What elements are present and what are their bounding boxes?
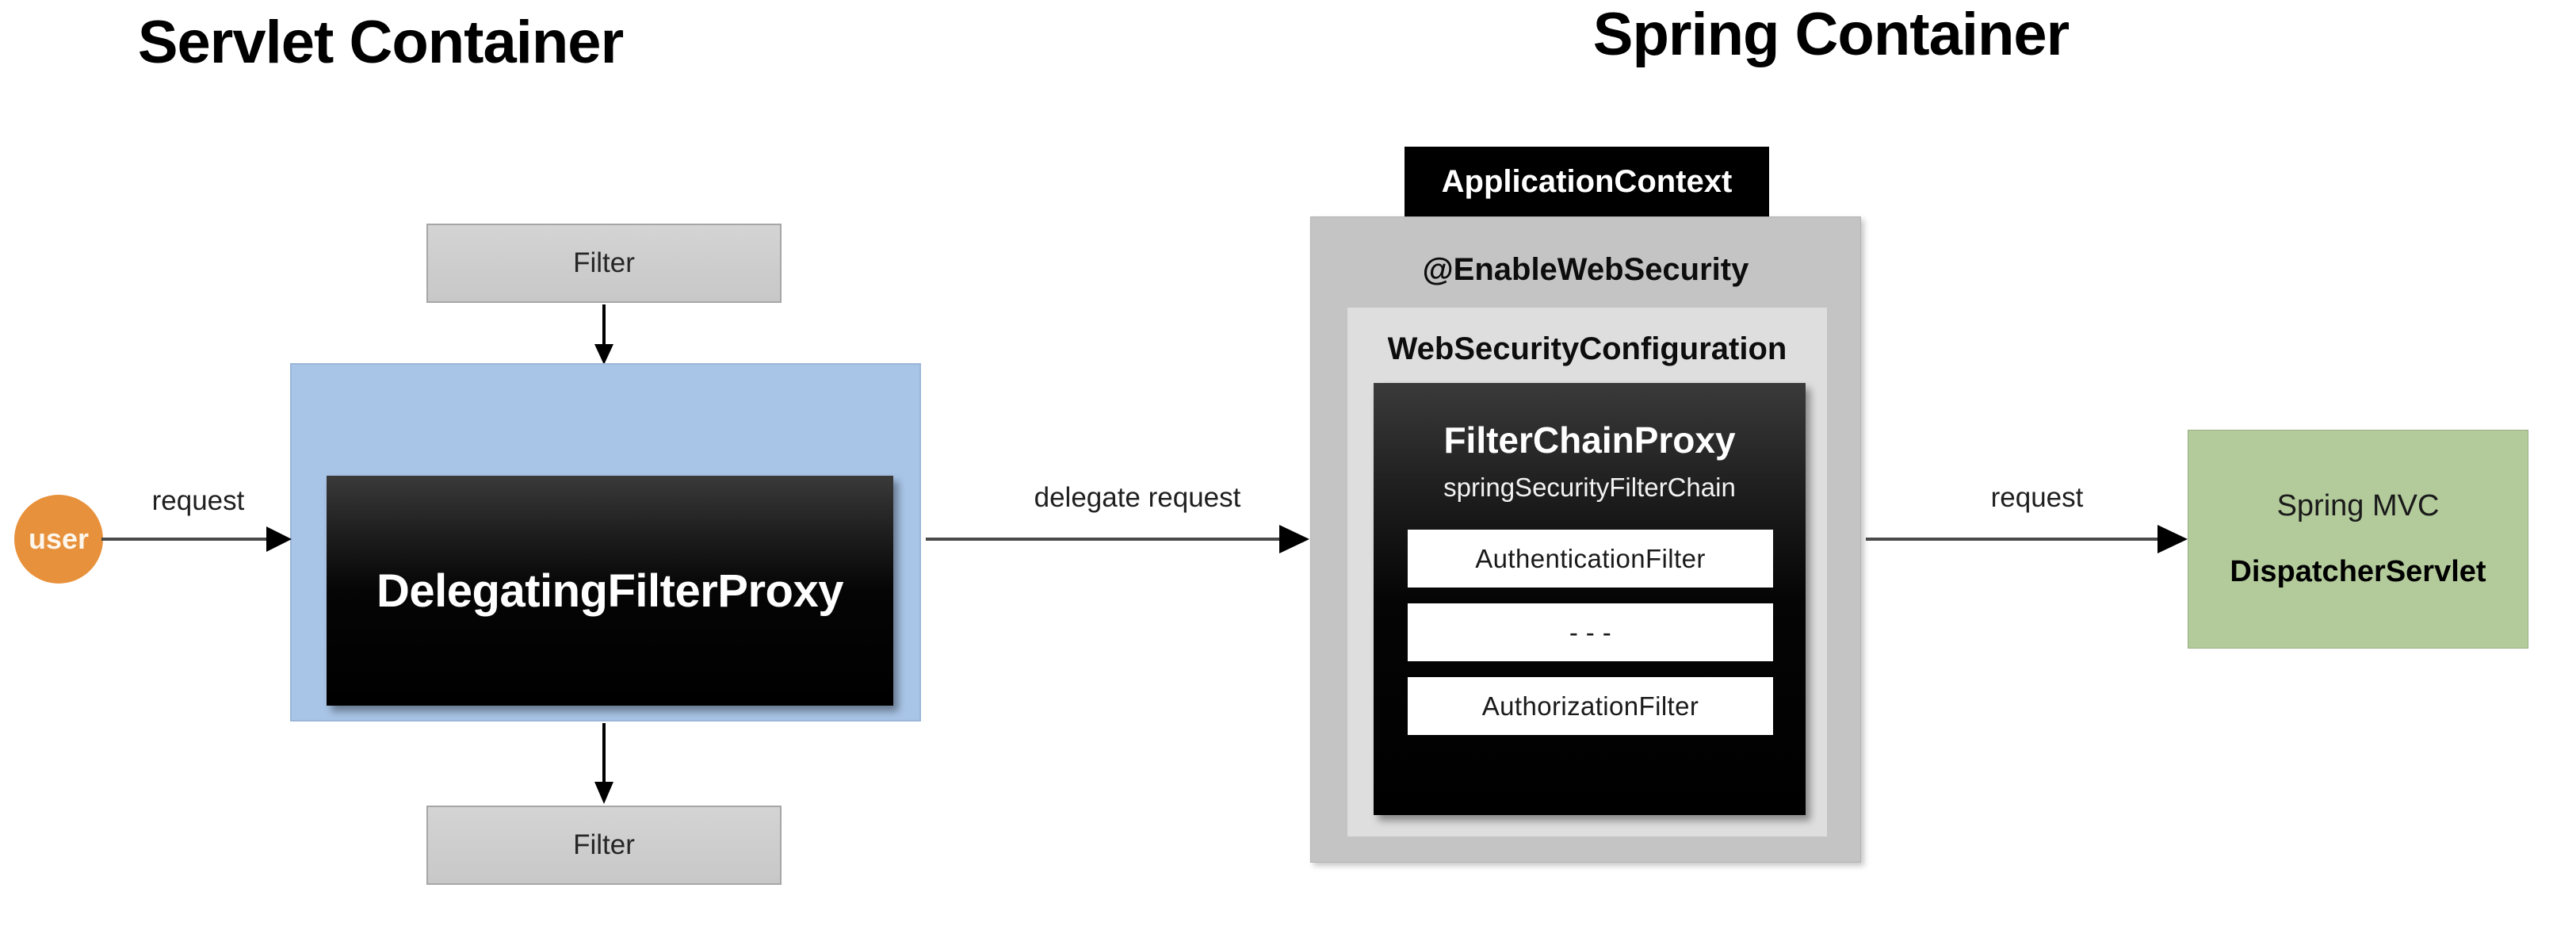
web-security-configuration-label: WebSecurityConfiguration (1387, 331, 1787, 366)
user-actor[interactable]: user (14, 495, 103, 584)
servlet-container-title: Servlet Container (137, 9, 624, 76)
delegating-filter-proxy-label: DelegatingFilterProxy (376, 565, 843, 617)
spring-mvc-box[interactable]: Spring MVC DispatcherServlet (2188, 430, 2528, 649)
filter-chain-row-authorization-label: AuthorizationFilter (1481, 691, 1699, 721)
application-context-label: ApplicationContext (1441, 163, 1733, 199)
filter-chain-proxy-title: FilterChainProxy (1443, 419, 1736, 461)
application-context-badge: ApplicationContext (1405, 147, 1769, 216)
filter-chain-row-authorization[interactable]: AuthorizationFilter (1408, 677, 1773, 735)
dispatcher-servlet-label: DispatcherServlet (2230, 555, 2486, 588)
arrow-label-delegate-request: delegate request (1034, 482, 1241, 513)
user-actor-label: user (28, 523, 90, 555)
filter-chain-proxy-box[interactable]: FilterChainProxy springSecurityFilterCha… (1374, 383, 1806, 815)
filter-box-top[interactable]: Filter (426, 224, 782, 303)
spring-mvc-label: Spring MVC (2276, 489, 2440, 523)
filter-chain-row-authentication-label: AuthenticationFilter (1475, 543, 1706, 573)
filter-chain-row-ellipsis[interactable]: - - - (1408, 603, 1773, 661)
filter-chain-row-authentication[interactable]: AuthenticationFilter (1408, 530, 1773, 588)
arrow-label-request-mvc: request (1990, 482, 2084, 513)
enable-web-security-label: @EnableWebSecurity (1422, 252, 1749, 287)
filter-box-top-label: Filter (573, 247, 635, 278)
arrow-label-request-user: request (151, 485, 245, 516)
filter-box-bottom[interactable]: Filter (426, 806, 782, 885)
spring-container-title: Spring Container (1592, 1, 2070, 68)
filter-chain-proxy-subtitle: springSecurityFilterChain (1443, 473, 1736, 502)
filter-box-bottom-label: Filter (573, 829, 635, 860)
delegating-filter-proxy-box[interactable]: DelegatingFilterProxy (327, 476, 893, 706)
filter-chain-row-ellipsis-label: - - - (1569, 617, 1612, 647)
